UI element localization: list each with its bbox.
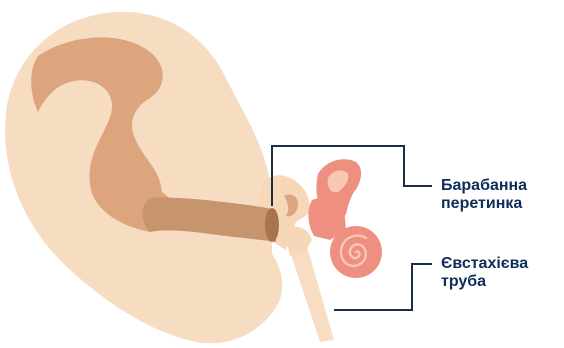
eardrum-label-line1: Барабанна [441,177,527,195]
eustachian-label-line1: Євстахієва [441,255,528,273]
eardrum-label-line2: перетинка [441,195,527,213]
eardrum-label: Барабанна перетинка [441,177,527,213]
eardrum [265,208,279,242]
eustachian-tube-label: Євстахієва труба [441,255,528,291]
eustachian-label-line2: труба [441,273,528,291]
